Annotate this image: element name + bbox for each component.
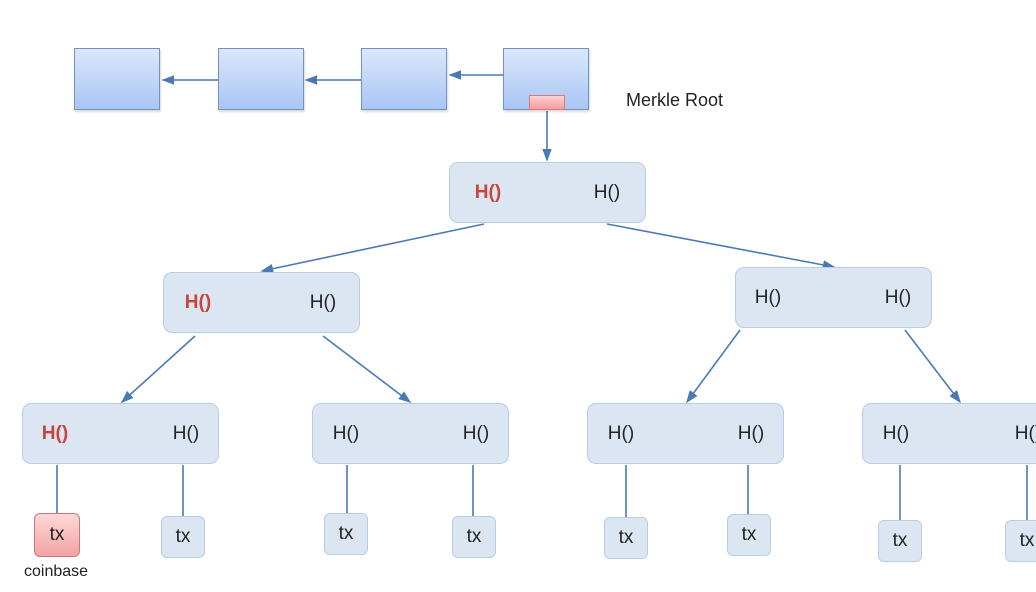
level3-node	[22, 403, 219, 464]
merkle-root-field	[529, 95, 565, 110]
hash-highlighted: H()	[474, 182, 502, 203]
level2-node-left	[163, 272, 360, 333]
level3-node	[312, 403, 509, 464]
hash: H()	[882, 423, 910, 444]
hash: H()	[737, 423, 765, 444]
tx: tx	[452, 516, 496, 558]
hash-highlighted: H()	[184, 292, 212, 313]
hash: H()	[172, 423, 200, 444]
coinbase-label: coinbase	[24, 563, 89, 580]
tree-arrow	[322, 335, 412, 403]
tx: tx	[1005, 520, 1036, 562]
tree-arrow	[606, 223, 836, 270]
tree-arrow	[120, 335, 196, 404]
merkle-root-label: Merkle Root	[626, 90, 724, 110]
level2-node-right	[735, 267, 932, 328]
tx: tx	[727, 514, 771, 556]
block	[361, 48, 447, 110]
level3-node	[862, 403, 1036, 464]
tx: tx	[324, 513, 368, 555]
root-node	[449, 162, 646, 223]
hash: H()	[884, 287, 912, 308]
tx: tx	[604, 517, 648, 559]
hash: H()	[754, 287, 782, 308]
block	[218, 48, 304, 110]
level3-node	[587, 403, 784, 464]
tx-coinbase: tx	[34, 513, 80, 557]
hash: H()	[1014, 423, 1036, 444]
tx: tx	[161, 516, 205, 558]
hash: H()	[593, 182, 621, 203]
hash: H()	[462, 423, 490, 444]
hash-highlighted: H()	[41, 423, 69, 444]
tx: tx	[878, 520, 922, 562]
hash: H()	[332, 423, 360, 444]
tree-arrow	[904, 329, 961, 404]
tree-arrow	[686, 329, 741, 404]
block	[74, 48, 160, 110]
tree-arrow	[260, 223, 485, 274]
hash: H()	[607, 423, 635, 444]
hash: H()	[309, 292, 337, 313]
